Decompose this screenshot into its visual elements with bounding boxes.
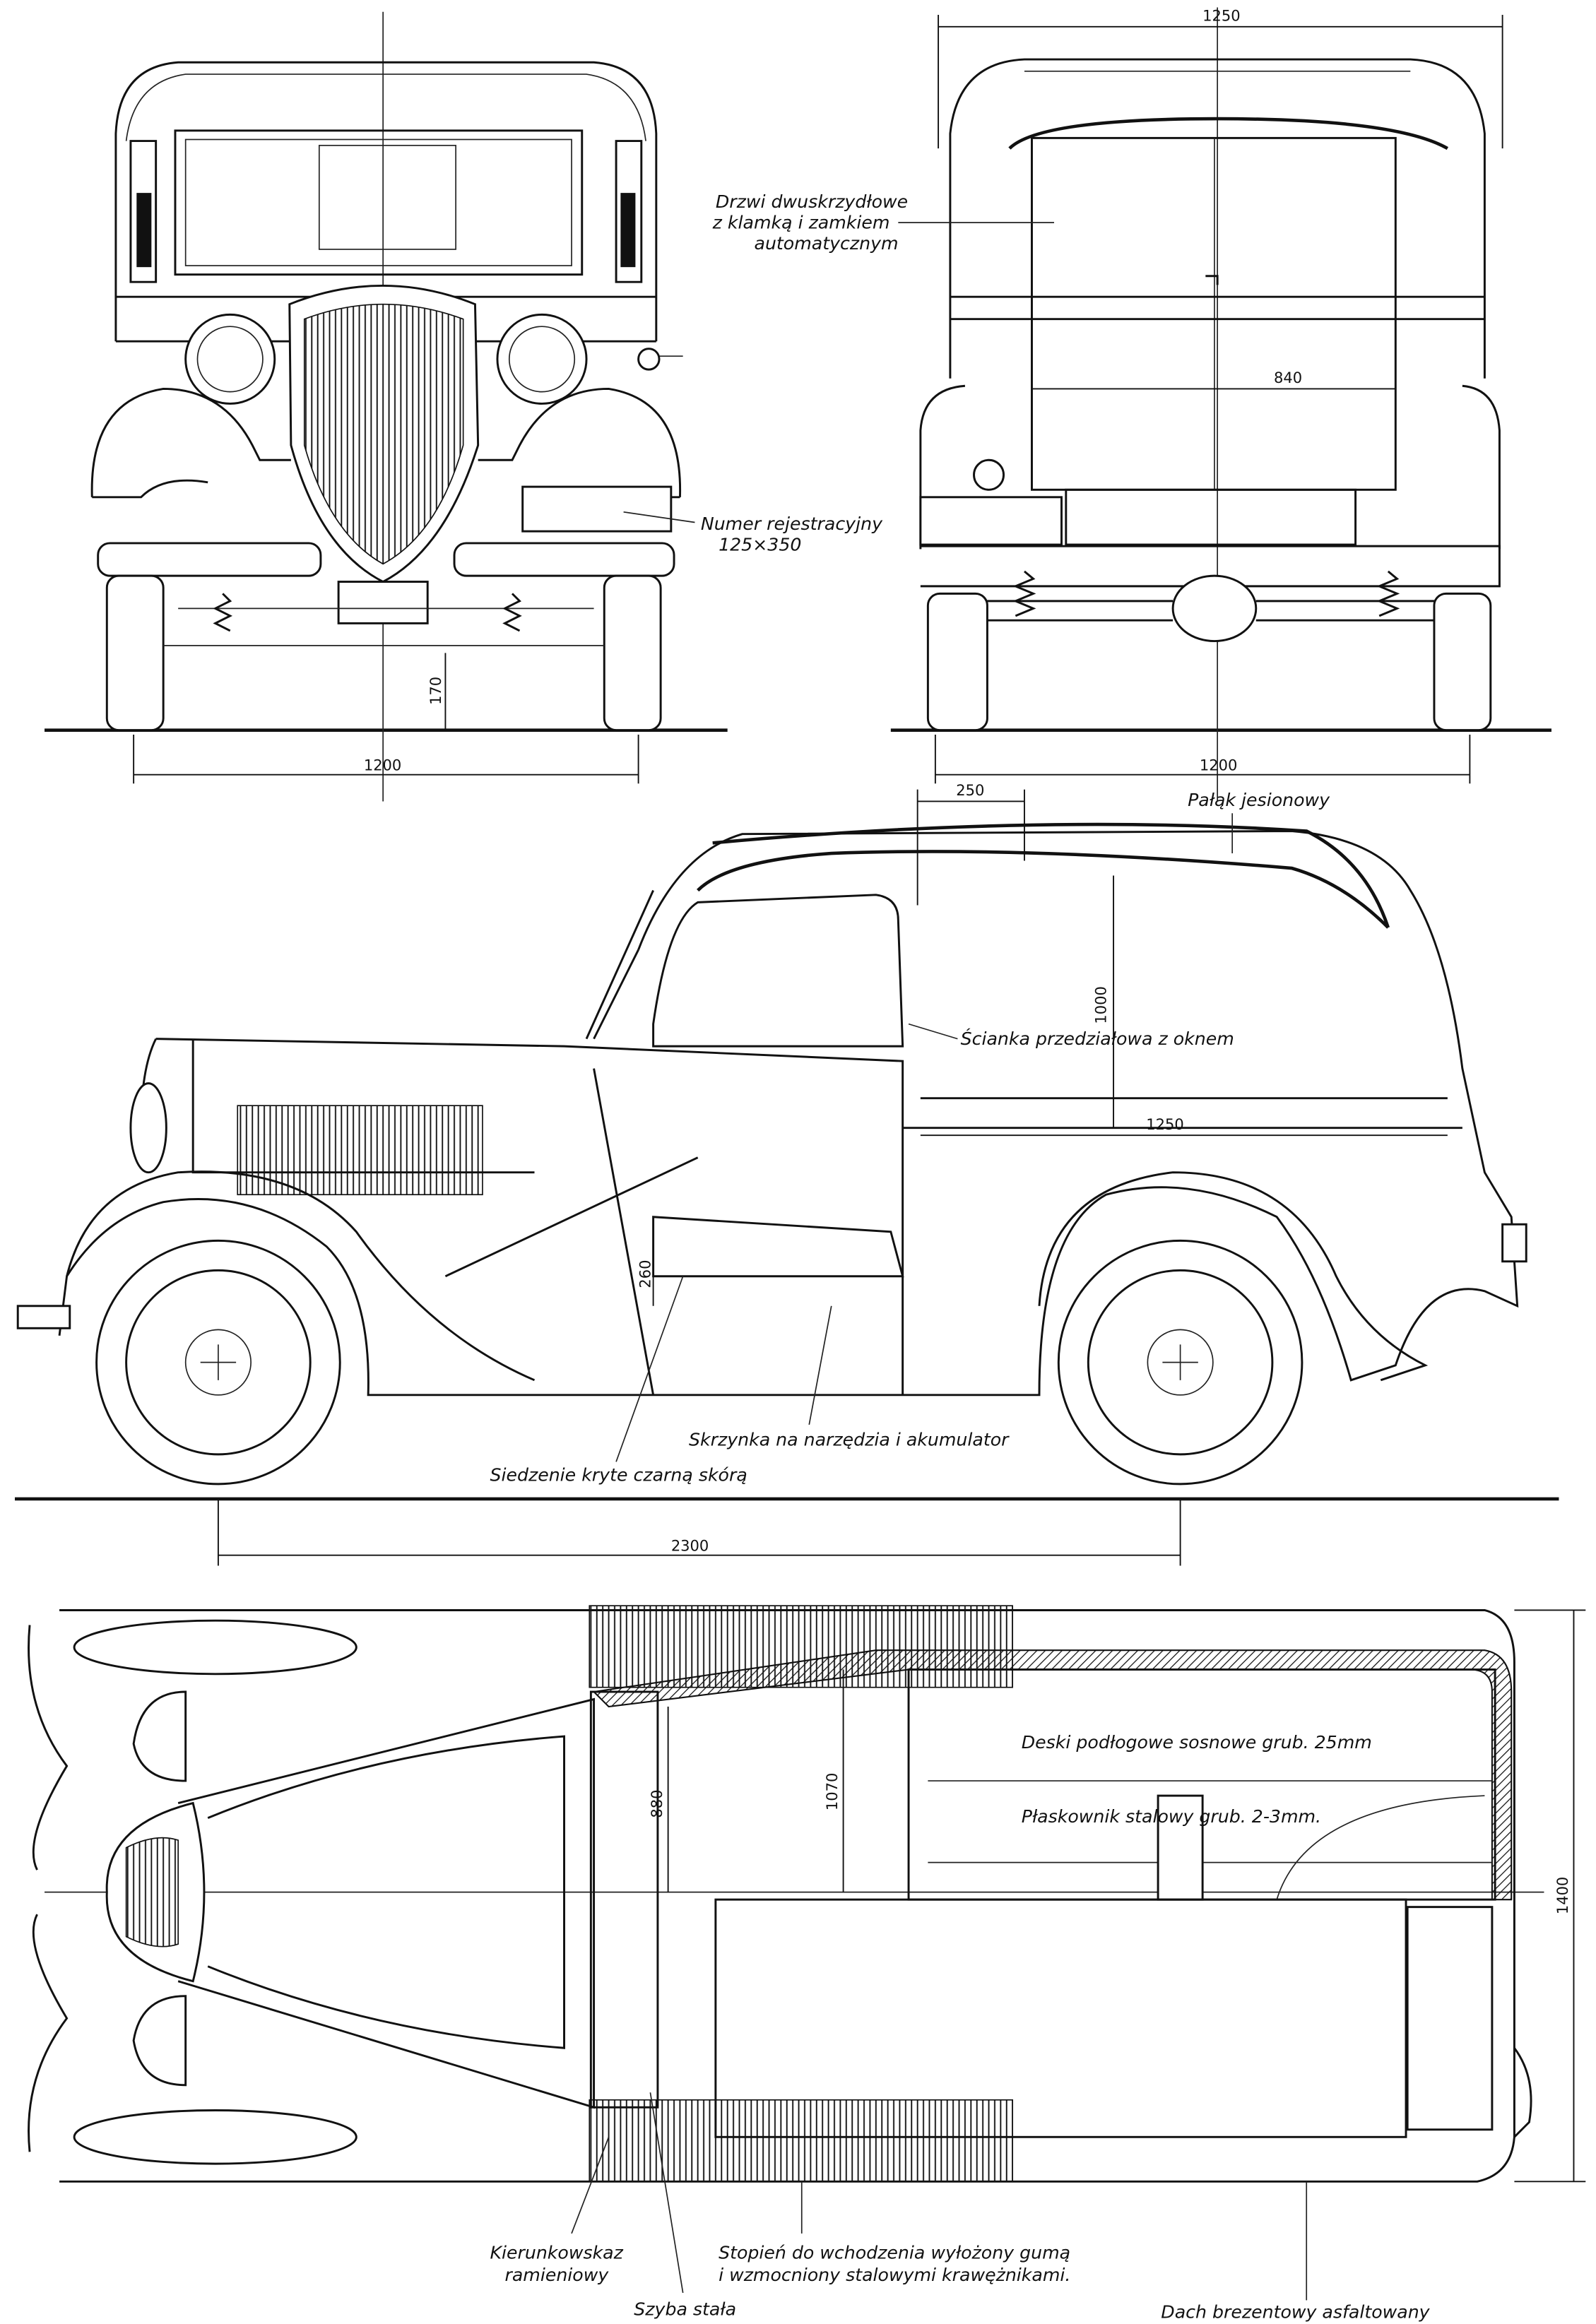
- indicator-label: Kierunkowskaz: [490, 2243, 623, 2263]
- side-view: 250 Pałąk jesionowy 1000 Ścianka przedzi…: [15, 781, 1559, 1566]
- dim-cargo-length: 1250: [1146, 1115, 1183, 1133]
- step-label-2: i wzmocniony stalowymi krawężnikami.: [719, 2265, 1070, 2285]
- fixed-glass-label: Szyba stała: [634, 2299, 736, 2319]
- front-fender: [66, 1170, 536, 1382]
- headlamp-bottom: [132, 1995, 187, 2087]
- front-fender-bottom: [73, 2109, 357, 2165]
- rear-wheel-right: [1433, 592, 1492, 732]
- roof-edge: [1008, 117, 1449, 150]
- dim-cargo-height: 1000: [1092, 986, 1110, 1024]
- hood-louvres: [237, 1105, 483, 1196]
- plate-size-label: 125×350: [719, 534, 801, 555]
- roof-material-label: Dach brezentowy asfaltowany: [1161, 2302, 1430, 2323]
- door-label-1: Drzwi dwuskrzydłowe: [716, 191, 908, 212]
- dim-seat-height: 260: [636, 1259, 654, 1288]
- door-line: [155, 1038, 904, 1395]
- front-wheel-right: [603, 574, 662, 732]
- strip-label: Płaskownik stalowy grub. 2-3mm.: [1022, 1806, 1321, 1827]
- cargo-roof-panel: [714, 1898, 1407, 2138]
- step-label: Stopień do wchodzenia wyłożony gumą: [719, 2243, 1070, 2263]
- rear-fender: [1038, 1171, 1429, 1382]
- seat-label: Siedzenie kryte czarną skórą: [490, 1465, 747, 1486]
- floor-label: Deski podłogowe sosnowe grub. 25mm: [1022, 1732, 1372, 1753]
- partition-label: Ścianka przedziałowa z oknem: [961, 1028, 1234, 1049]
- roof-line: [697, 822, 1390, 929]
- plate-label: Numer rejestracyjny: [701, 514, 883, 534]
- bumper-left: [97, 542, 322, 577]
- dim-cab-width: 880: [648, 1790, 666, 1818]
- rear-doors: [1030, 136, 1397, 491]
- dim-roof-overhang: 250: [956, 781, 984, 799]
- rear-wheel-left: [926, 592, 988, 732]
- differential: [1171, 574, 1258, 643]
- roof-bow-label: Pałąk jesionowy: [1188, 790, 1330, 810]
- dim-front-track: 1200: [364, 756, 401, 773]
- rear-view: 1250 840 1200 Drzwi dwuskrzydłowe z klam…: [712, 6, 1551, 802]
- top-view: 880 1070 1400 Deski podłogowe sosnowe gr…: [28, 1605, 1586, 2323]
- dim-rear-width: 1250: [1202, 6, 1240, 24]
- door-window: [652, 894, 904, 1048]
- door-label-2: z klamką i zamkiem: [712, 213, 890, 233]
- dim-ground-clearance: 170: [427, 677, 444, 705]
- windshield: [174, 129, 584, 276]
- front-wheel-left: [105, 574, 165, 732]
- front-fender-top: [73, 1619, 357, 1676]
- dim-wheelbase: 2300: [671, 1536, 709, 1554]
- headlamp-top: [132, 1690, 187, 1782]
- license-plate: [521, 485, 673, 533]
- dim-rear-track: 1200: [1200, 756, 1237, 773]
- fender-left: [90, 387, 291, 499]
- cab-outline: [114, 61, 658, 342]
- headlamp-right: [496, 313, 588, 405]
- front-view: 170 1200 Numer rejestracyjny 125×350: [45, 11, 883, 802]
- headlamp-left: [184, 313, 276, 405]
- dim-door-width: 840: [1274, 369, 1302, 386]
- body-outline: [58, 830, 1519, 1397]
- rear-plate: [919, 496, 1063, 546]
- front-bumper: [16, 1305, 71, 1329]
- indicator-label-2: ramieniowy: [504, 2265, 609, 2285]
- door-label-3: automatycznym: [755, 233, 899, 254]
- tail-lamp: [973, 458, 1005, 491]
- van-body-rear: [949, 58, 1486, 379]
- toolbox-label: Skrzynka na narzędzia i akumulator: [689, 1429, 1010, 1449]
- headlamp-side: [129, 1082, 167, 1174]
- hood-outline: [177, 1697, 596, 2109]
- tail-lamp-side: [1501, 1223, 1527, 1263]
- windshield-top: [589, 1690, 659, 2109]
- dim-overall-width: 1400: [1554, 1877, 1571, 1914]
- bumper-right: [453, 542, 675, 577]
- running-board-bottom: [589, 2099, 1013, 2183]
- dim-door-width-top: 1070: [823, 1773, 841, 1810]
